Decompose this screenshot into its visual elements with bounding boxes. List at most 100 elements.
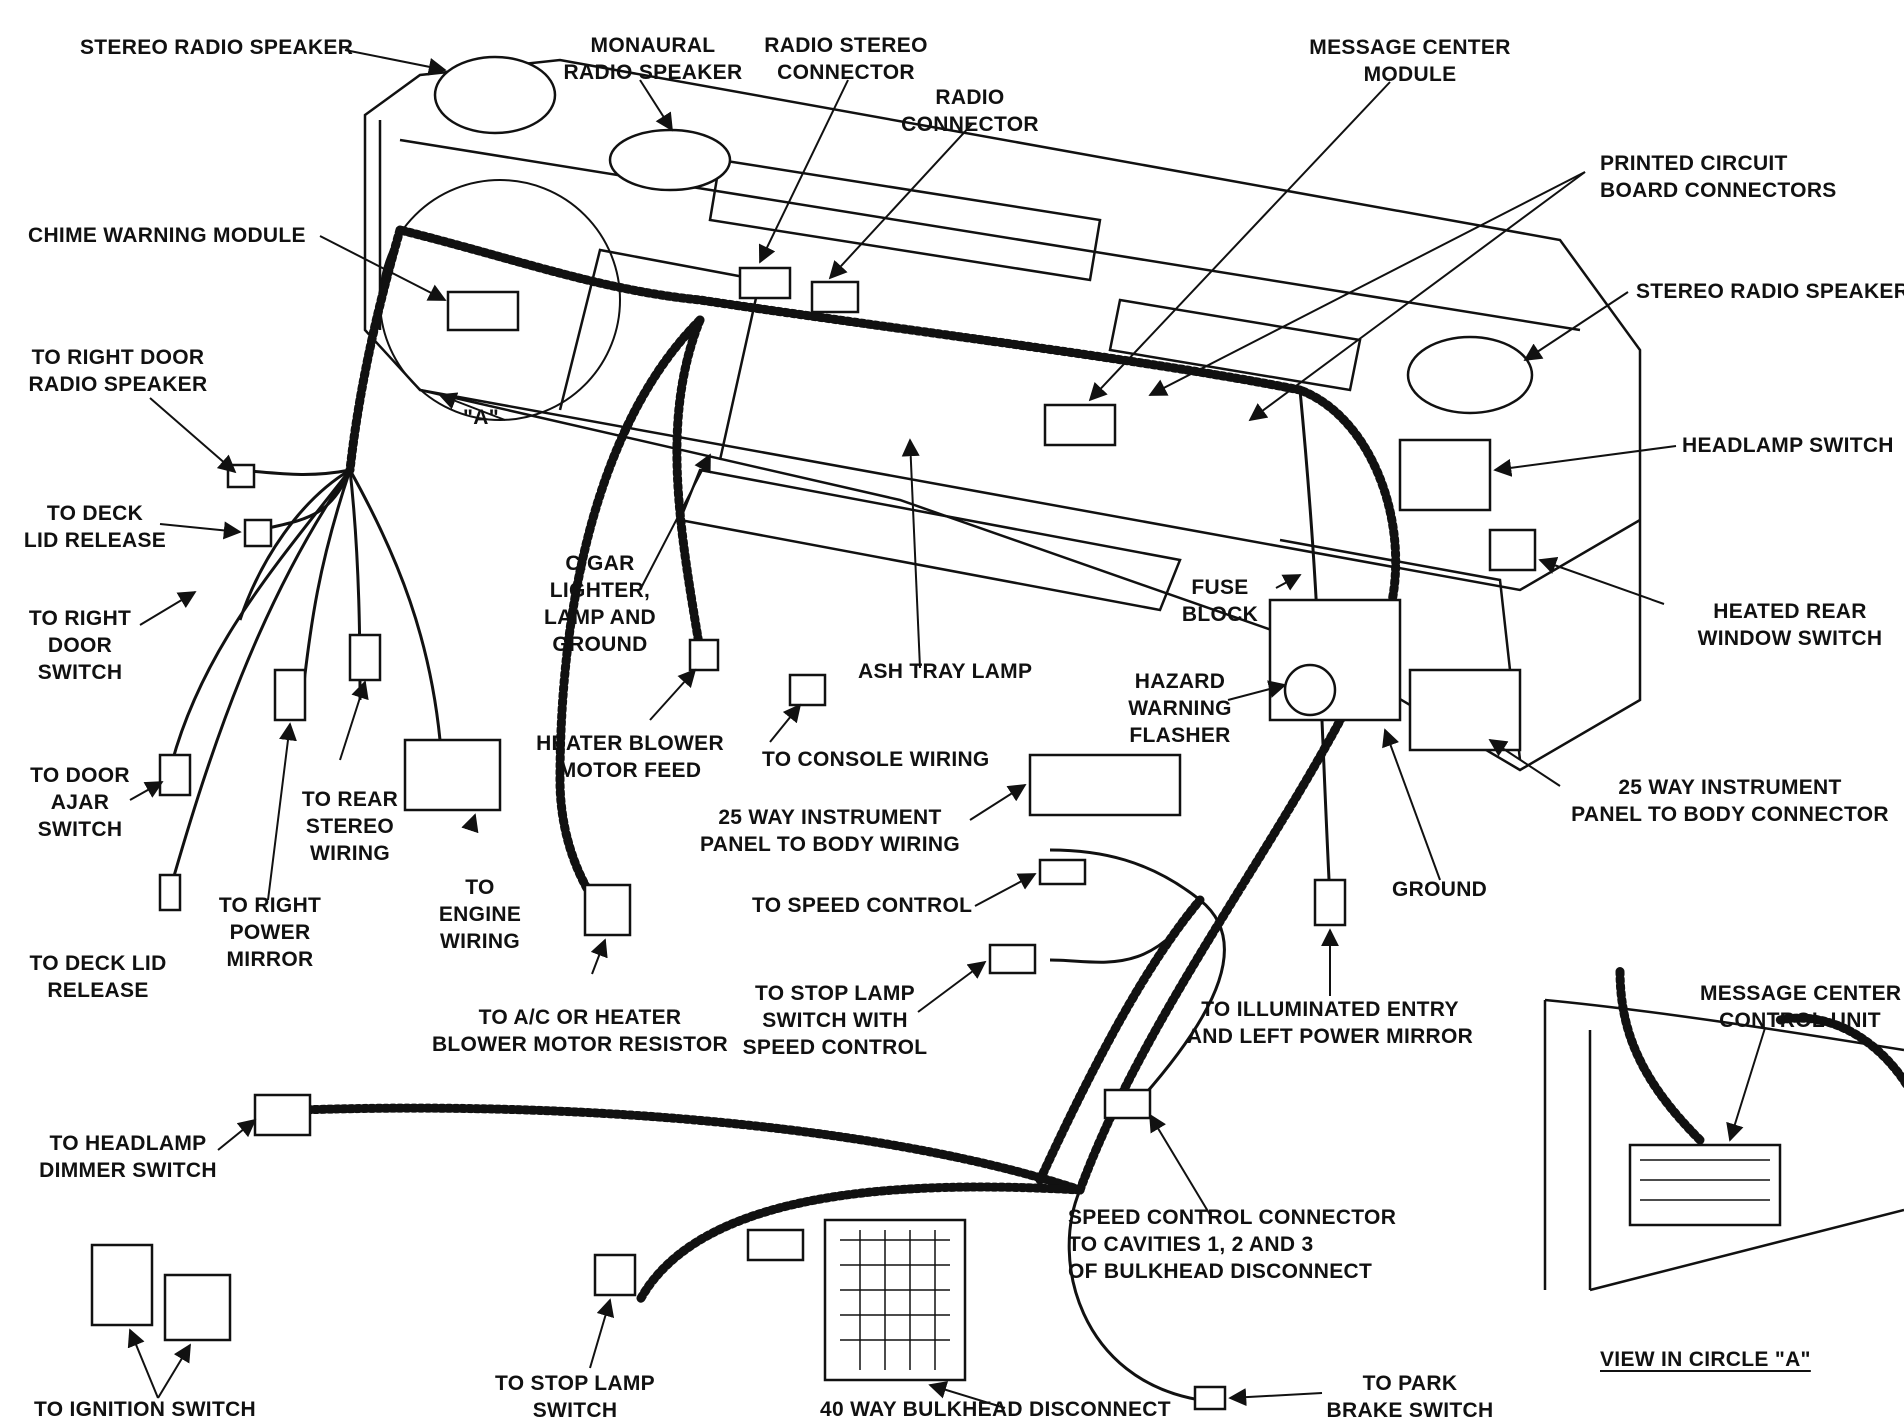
label-line: MIRROR [226, 948, 314, 971]
label-bulkhead-disconnect: 40 WAY BULKHEAD DISCONNECT [820, 1398, 1171, 1421]
label-monaural-radio-speaker: MONAURAL RADIO SPEAKER [563, 32, 743, 86]
rear-stereo-plug [348, 633, 382, 682]
label-line: LAMP AND [543, 606, 657, 629]
leader-lines [127, 49, 1766, 1409]
label-line: TO RIGHT DOOR [31, 346, 205, 369]
label-line: SWITCH [37, 661, 123, 684]
heater-blower-feed-plug [688, 638, 720, 672]
label-to-stop-lamp-switch-speed: TO STOP LAMP SWITCH WITH SPEED CONTROL [740, 980, 930, 1061]
label-line: HAZARD [1134, 670, 1226, 693]
label-line: WIRING [310, 842, 390, 865]
label-line: MESSAGE CENTER [1309, 36, 1511, 59]
label-line: BOARD CONNECTORS [1600, 179, 1837, 202]
label-radio-stereo-connector: RADIO STEREO CONNECTOR [756, 32, 936, 86]
label-cigar-lighter: CIGAR LIGHTER, LAMP AND GROUND [530, 550, 670, 658]
label-headlamp-switch: HEADLAMP SWITCH [1682, 434, 1894, 457]
label-to-ac-heater-resistor: TO A/C OR HEATER BLOWER MOTOR RESISTOR [430, 1004, 730, 1058]
ac-heater-resistor-plug [583, 883, 632, 937]
label-view-in-circle-a: VIEW IN CIRCLE "A" [1600, 1348, 1811, 1371]
label-line: ENGINE [438, 903, 522, 926]
label-line: FLASHER [1129, 724, 1231, 747]
park-brake-plug [1193, 1385, 1227, 1411]
label-to-ignition-switch: TO IGNITION SWITCH [34, 1398, 257, 1421]
label-line: CIGAR [565, 552, 635, 575]
label-line: HEATED REAR [1713, 600, 1867, 623]
label-line: AND LEFT POWER MIRROR [1186, 1025, 1474, 1048]
speed-control-plug [1038, 858, 1087, 886]
label-line: TO ILLUMINATED ENTRY [1201, 998, 1459, 1021]
message-center-module [1043, 403, 1117, 447]
door-ajar-plug [158, 753, 192, 797]
heated-rear-window-switch [1488, 528, 1537, 572]
label-line: 25 WAY INSTRUMENT [718, 806, 942, 829]
label-line: CONNECTOR [777, 61, 915, 84]
label-line: WARNING [1128, 697, 1232, 720]
label-to-speed-control: TO SPEED CONTROL [752, 894, 973, 917]
label-line: HEATER BLOWER [536, 732, 724, 755]
label-fuse-block: FUSE BLOCK [1160, 574, 1280, 628]
right-power-mirror-plug [273, 668, 307, 722]
label-to-right-power-mirror: TO RIGHT POWER MIRROR [205, 892, 335, 973]
label-stereo-radio-speaker-right: STEREO RADIO SPEAKER [1636, 280, 1904, 303]
label-line: TO PARK [1362, 1372, 1458, 1395]
label-line: FUSE [1191, 576, 1249, 599]
label-line: TO A/C OR HEATER [478, 1006, 682, 1029]
label-to-engine-wiring: TO ENGINE WIRING [420, 874, 540, 955]
label-line: LIGHTER, [549, 579, 651, 602]
label-line: RADIO SPEAKER [28, 373, 208, 396]
label-line: TO RIGHT [218, 894, 322, 917]
label-line: LID RELEASE [23, 529, 167, 552]
label-line: RADIO [935, 86, 1005, 109]
radio-connector [810, 280, 860, 314]
label-line: DIMMER SWITCH [39, 1159, 217, 1182]
label-line: OF BULKHEAD DISCONNECT [1068, 1260, 1373, 1283]
label-to-headlamp-dimmer-switch: TO HEADLAMP DIMMER SWITCH [38, 1130, 218, 1184]
label-to-stop-lamp-switch: TO STOP LAMP SWITCH [490, 1370, 660, 1424]
label-line: RADIO SPEAKER [563, 61, 743, 84]
hazard-warning-flasher [1283, 663, 1337, 717]
label-line: TO RIGHT [28, 607, 132, 630]
label-to-rear-stereo-wiring: TO REAR STEREO WIRING [280, 786, 420, 867]
label-stereo-radio-speaker-left: STEREO RADIO SPEAKER [80, 36, 354, 59]
label-line: TO DECK [46, 502, 144, 525]
engine-wiring-connector [403, 738, 502, 812]
label-ash-tray-lamp: ASH TRAY LAMP [858, 660, 1033, 683]
label-line: TO [465, 876, 495, 899]
label-line: STEREO [305, 815, 395, 838]
label-message-center-control-unit: MESSAGE CENTER CONTROL UNIT [1700, 980, 1902, 1034]
label-line: TO REAR [301, 788, 399, 811]
label-to-right-door-switch: TO RIGHT DOOR SWITCH [20, 605, 140, 686]
bulkhead-disconnect [823, 1218, 967, 1382]
label-line: RADIO STEREO [764, 34, 928, 57]
label-line: GROUND [552, 633, 648, 656]
label-ground: GROUND [1392, 878, 1488, 901]
label-to-console-wiring: TO CONSOLE WIRING [762, 748, 990, 771]
headlamp-dimmer-plug [253, 1093, 312, 1137]
label-line: TO DECK LID [29, 952, 167, 975]
label-line: WIRING [440, 930, 520, 953]
label-radio-connector: RADIO CONNECTOR [890, 84, 1050, 138]
label-to-right-door-radio-speaker: TO RIGHT DOOR RADIO SPEAKER [18, 344, 218, 398]
label-panel-to-body-wiring: 25 WAY INSTRUMENT PANEL TO BODY WIRING [690, 804, 970, 858]
label-heater-blower-motor-feed: HEATER BLOWER MOTOR FEED [535, 730, 725, 784]
speed-control-connector [1103, 1088, 1152, 1120]
stop-lamp-switch-plug [988, 943, 1037, 975]
label-to-park-brake-switch: TO PARK BRAKE SWITCH [1320, 1370, 1500, 1424]
circle-a-outline [379, 179, 621, 421]
label-line: SWITCH [532, 1399, 618, 1422]
label-hazard-warning-flasher: HAZARD WARNING FLASHER [1120, 668, 1240, 749]
label-line: MESSAGE CENTER [1700, 982, 1902, 1005]
wiring-harness [295, 225, 1904, 1305]
label-line: TO STOP LAMP [495, 1372, 655, 1395]
label-line: SPEED CONTROL CONNECTOR [1068, 1206, 1397, 1229]
label-to-door-ajar-switch: TO DOOR AJAR SWITCH [15, 762, 145, 843]
label-line: MODULE [1363, 63, 1457, 86]
label-to-deck-lid-release-upper: TO DECK LID RELEASE [20, 500, 170, 554]
label-line: SWITCH WITH [762, 1009, 908, 1032]
label-line: TO STOP LAMP [755, 982, 915, 1005]
label-line: RELEASE [47, 979, 149, 1002]
ignition-switch-plug-left [90, 1243, 154, 1327]
label-to-deck-lid-release-lower: TO DECK LID RELEASE [18, 950, 178, 1004]
label-line: SPEED CONTROL [742, 1036, 928, 1059]
